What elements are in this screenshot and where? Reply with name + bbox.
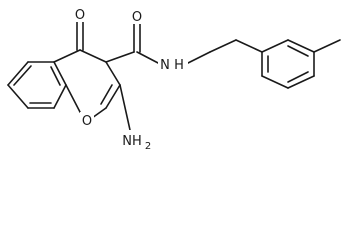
- benzo-ring: [7, 61, 67, 109]
- chemical-structure: O O N H O NH 2: [7, 6, 341, 152]
- ring-oxygen-label: O: [80, 112, 94, 129]
- svg-text:N: N: [160, 58, 170, 73]
- amino-group-label: NH 2: [120, 130, 154, 152]
- svg-text:2: 2: [145, 141, 151, 152]
- svg-text:O: O: [132, 10, 142, 25]
- amino-bond: [119, 84, 131, 131]
- methyl-bond: [313, 39, 341, 53]
- svg-text:NH: NH: [122, 134, 142, 149]
- tolyl-ring: [185, 39, 315, 89]
- carbonyl-group: [76, 21, 84, 51]
- amide-nh-label: N H: [158, 56, 188, 73]
- carbonyl-oxygen-label: O: [73, 6, 87, 23]
- amide-oxygen-label: O: [130, 8, 144, 25]
- amide-group: [105, 23, 161, 65]
- svg-text:O: O: [82, 114, 92, 129]
- svg-text:H: H: [174, 58, 184, 73]
- svg-text:O: O: [75, 8, 85, 23]
- pyranone-ring: [53, 49, 121, 119]
